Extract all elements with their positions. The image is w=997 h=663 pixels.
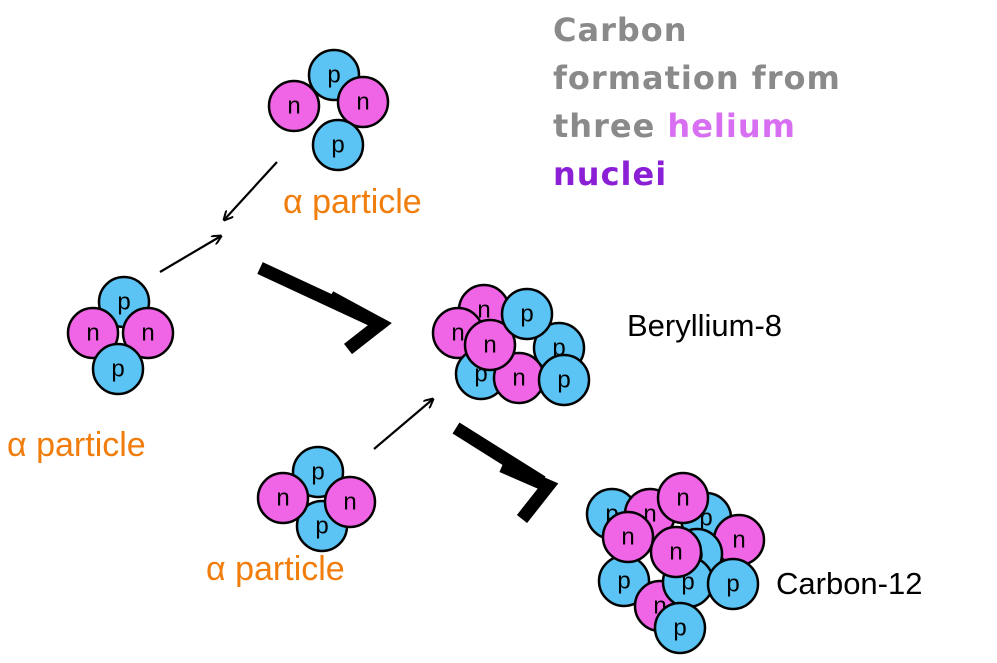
neutron: n [336,75,390,129]
neutron-circle [66,306,120,360]
neutron-letter: n [343,489,356,516]
title-line-3: three helium [553,102,841,150]
neutron-circle [649,525,703,579]
arrow-top-to-merge [224,161,278,220]
title-nuclei: nuclei [553,155,668,193]
neutron-letter: n [356,89,369,116]
neutron-circle [121,306,175,360]
neutron-letter: n [621,524,634,551]
proton-circle [706,557,760,611]
proton-letter: p [315,513,328,540]
proton-letter: p [327,62,340,89]
neutron-circle [267,79,321,133]
neutron-letter: n [451,320,464,347]
neutron-letter: n [276,485,289,512]
neutron-circle [656,471,710,525]
neutron-letter: n [512,365,525,392]
proton: p [500,287,554,341]
beryllium-8-label: Beryllium-8 [627,308,783,343]
alpha-particle-left: pn np [66,275,175,396]
proton-circle [537,353,591,407]
proton: p [597,554,651,608]
diagram-title: Carbon formation from three helium nucle… [553,6,841,198]
neutron: n [256,471,310,525]
neutron-circle [323,475,377,529]
arrow-bottom-to-beryllium [373,399,433,450]
title-line-3-prefix: three [553,107,668,145]
neutron-letter: n [732,527,745,554]
neutron-letter: n [86,320,99,347]
neutron: n [649,525,703,579]
carbon-12-label: Carbon-12 [776,566,923,601]
neutron: n [323,475,377,529]
proton: p [537,353,591,407]
proton-letter: p [311,459,324,486]
neutron-letter: n [477,297,490,324]
neutron-letter: n [676,485,689,512]
arrow-to-carbon [452,422,559,524]
neutron-letter: n [483,332,496,359]
neutron-circle [336,75,390,129]
neutron-circle [601,510,655,564]
neutron: n [656,471,710,525]
proton-circle [311,118,365,172]
neutron-letter: n [141,320,154,347]
alpha-label-left: α particle [7,426,146,464]
neutron: n [121,306,175,360]
proton-letter: p [617,568,630,595]
neutron: n [463,318,517,372]
proton: p [91,342,145,396]
proton: p [706,557,760,611]
proton-letter: p [111,356,124,383]
neutron-letter: n [287,93,300,120]
neutron-circle [463,318,517,372]
proton-letter: p [673,615,686,642]
arrow-left-to-merge [159,236,221,273]
neutron: n [267,79,321,133]
proton-letter: p [331,132,344,159]
proton: p [653,601,707,655]
proton-letter: p [557,367,570,394]
arrow-to-beryllium [257,262,392,355]
alpha-label-top: α particle [283,183,422,221]
proton-letter: p [520,301,533,328]
alpha-label-bottom: α particle [206,550,345,588]
proton-circle [91,342,145,396]
title-line-1: Carbon [553,11,688,49]
proton-circle [500,287,554,341]
neutron-circle [256,471,310,525]
title-helium: helium [667,107,796,145]
neutron: n [66,306,120,360]
alpha-particle-bottom: ppn n [256,445,377,553]
proton-circle [653,601,707,655]
proton-letter: p [726,571,739,598]
title-line-2: formation from [553,59,841,97]
proton-letter: p [117,289,130,316]
proton: p [311,118,365,172]
neutron: n [601,510,655,564]
carbon-12-nucleus: pnpnppnpppnnn [585,471,766,655]
neutron-letter: n [669,539,682,566]
